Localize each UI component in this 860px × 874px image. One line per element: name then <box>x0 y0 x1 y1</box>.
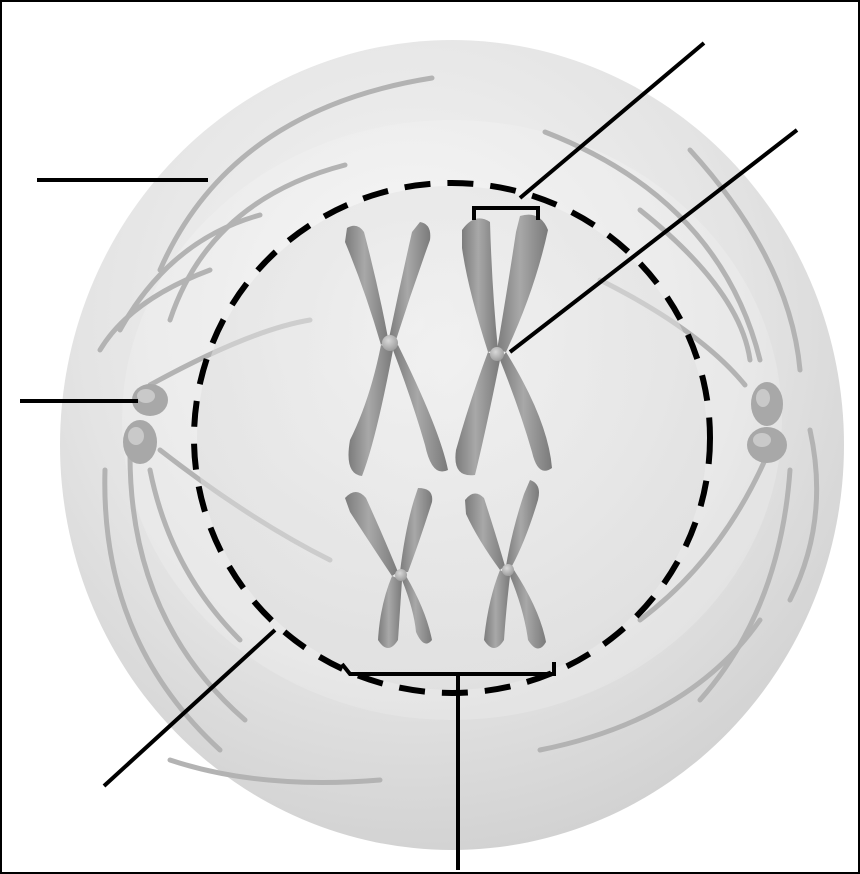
centromere <box>502 564 514 576</box>
centromere <box>395 569 407 581</box>
centromere <box>490 347 504 361</box>
nuclear-region <box>197 186 707 690</box>
centromere <box>382 335 398 351</box>
